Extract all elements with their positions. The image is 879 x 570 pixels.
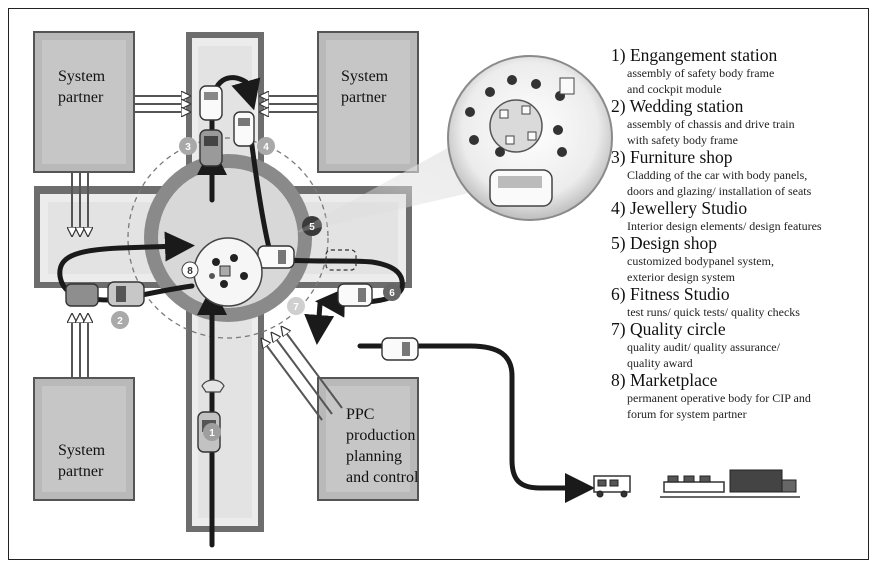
svg-text:8: 8 xyxy=(187,266,193,277)
svg-text:1: 1 xyxy=(209,428,215,439)
station-badge-8: 8 xyxy=(181,261,199,279)
legend-item-jewellery-studio: 4) Jewellery Studio Interior design elem… xyxy=(611,198,822,234)
magnifier-callout xyxy=(292,55,613,234)
station-badge-2: 2 xyxy=(111,311,129,329)
station-badge-6: 6 xyxy=(383,283,401,301)
supply-arrows xyxy=(72,96,343,421)
station-badge-1: 1 xyxy=(203,423,221,441)
svg-text:2: 2 xyxy=(117,316,123,327)
cars xyxy=(65,85,419,453)
marketplace-hub xyxy=(193,237,263,307)
legend-item-engagement-station: 1) Engangement station assembly of safet… xyxy=(611,45,778,97)
svg-text:4: 4 xyxy=(263,142,269,153)
svg-text:6: 6 xyxy=(389,288,395,299)
legend-item-marketplace: 8) Marketplace permanent operative body … xyxy=(611,370,811,422)
station-legend: 1) Engangement station assembly of safet… xyxy=(611,46,873,422)
legend-item-wedding-station: 2) Wedding station assembly of chassis a… xyxy=(611,96,795,148)
station-badge-3: 3 xyxy=(179,137,197,155)
station-badge-7: 7 xyxy=(287,297,305,315)
legend-item-quality-circle: 7) Quality circle quality audit/ quality… xyxy=(611,319,780,371)
legend-item-furniture-shop: 3) Furniture shop Cladding of the car wi… xyxy=(611,147,812,199)
legend-item-design-shop: 5) Design shop customized bodypanel syst… xyxy=(611,233,774,285)
system-partner-blocks xyxy=(33,31,419,501)
station-badge-4: 4 xyxy=(257,137,275,155)
svg-text:7: 7 xyxy=(293,302,299,313)
svg-text:3: 3 xyxy=(185,142,191,153)
delivery-trains xyxy=(593,469,800,498)
legend-item-fitness-studio: 6) Fitness Studio test runs/ quick tests… xyxy=(611,284,800,320)
